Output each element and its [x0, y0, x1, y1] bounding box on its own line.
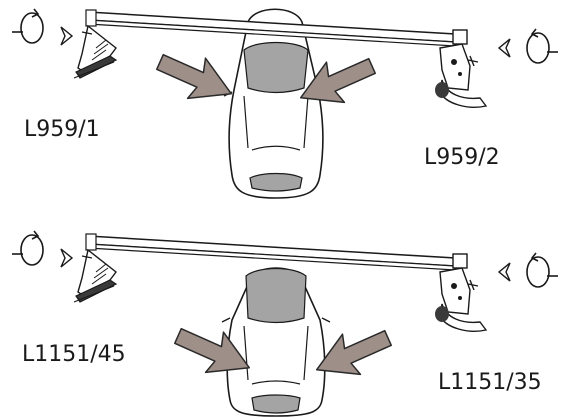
left-foot-clamp — [73, 25, 117, 79]
part-label-right: L959/2 — [424, 145, 500, 170]
screw-icon — [467, 279, 479, 291]
rotate-arrow-icon — [526, 252, 559, 288]
right-foot-clamp — [434, 43, 487, 108]
screw-icon — [81, 255, 93, 259]
rear-window — [249, 172, 303, 192]
chevron-arrow-icon — [498, 262, 511, 282]
screw-icon — [81, 31, 93, 35]
windshield — [245, 267, 307, 324]
chevron-arrow-icon — [60, 248, 73, 268]
rotate-arrow-icon — [526, 28, 559, 64]
roof-bar — [85, 233, 468, 271]
right-foot-clamp — [434, 267, 487, 332]
car-top-view — [221, 267, 331, 417]
chevron-arrow-icon — [60, 26, 73, 46]
top-panel: L959/1 L959/2 — [11, 8, 559, 199]
chevron-arrow-icon — [498, 38, 511, 58]
bottom-panel: L1151/45 L1151/35 — [11, 230, 559, 417]
rotate-arrow-icon — [11, 8, 44, 44]
rotate-arrow-icon — [11, 230, 44, 266]
part-label-right: L1151/35 — [438, 370, 542, 395]
windshield — [243, 41, 309, 94]
left-foot-clamp — [73, 249, 117, 303]
part-label-left: L1151/45 — [22, 342, 126, 367]
screw-icon — [467, 55, 479, 67]
push-arrow-icon — [150, 41, 241, 115]
rear-window — [251, 394, 301, 414]
part-label-left: L959/1 — [24, 117, 100, 142]
